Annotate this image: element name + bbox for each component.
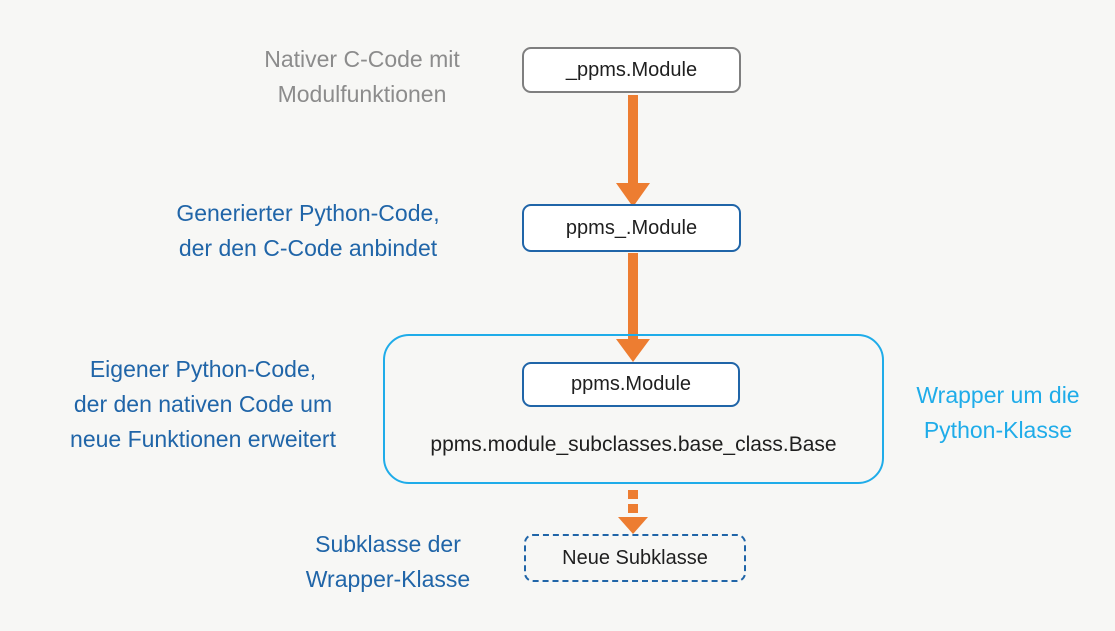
node-wrapper-module: ppms.Module bbox=[522, 362, 740, 407]
wrapper-class-container bbox=[383, 334, 884, 484]
annotation-generated-python-code: Generierter Python-Code, der den C-Code … bbox=[176, 200, 440, 261]
annotation-wrapper-python-class: Wrapper um die Python-Klasse bbox=[916, 382, 1080, 443]
node-new-subclass: Neue Subklasse bbox=[524, 534, 746, 582]
arrow-wrapper-to-subclass-dashed bbox=[618, 490, 648, 534]
base-class-path-label: ppms.module_subclasses.base_class.Base bbox=[430, 433, 837, 456]
annotation-subclass-of-wrapper: Subklasse der Wrapper-Klasse bbox=[305, 531, 471, 592]
arrow-native-to-generated bbox=[616, 95, 650, 207]
annotation-native-c-code: Nativer C-Code mit Modulfunktionen bbox=[264, 46, 460, 107]
annotation-own-python-code: Eigener Python-Code, der den nativen Cod… bbox=[70, 356, 336, 452]
node-generated-module: ppms_.Module bbox=[522, 204, 741, 252]
node-native-module: _ppms.Module bbox=[522, 47, 741, 93]
